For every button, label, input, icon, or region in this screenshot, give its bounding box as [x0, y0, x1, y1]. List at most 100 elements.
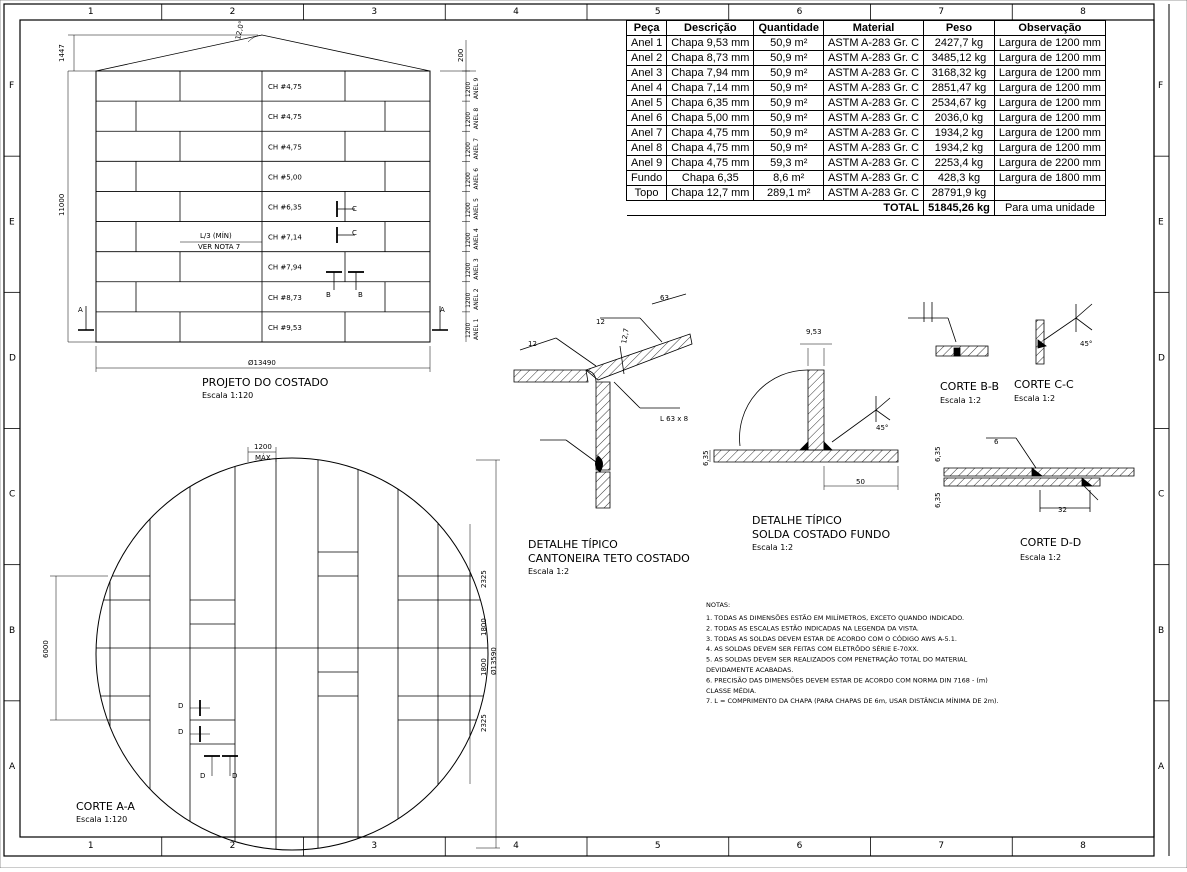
shell-ring-label: ANEL 6 — [473, 168, 480, 190]
bom-cell — [993, 185, 1106, 201]
bom-cell: 428,3 kg — [923, 170, 995, 186]
shell-plate-label: CH #4,75 — [268, 83, 302, 91]
detail-roof-title-2: CANTONEIRA TETO COSTADO — [528, 552, 690, 565]
bom-cell: 50,9 m² — [753, 125, 824, 141]
grid-ticks — [4, 4, 1169, 856]
dim-9-53: 9,53 — [806, 328, 822, 336]
shell-ring-label: ANEL 5 — [473, 198, 480, 220]
bom-cell: Chapa 4,75 mm — [666, 140, 755, 156]
shell-ring-height: 1200 — [465, 202, 472, 217]
note-l3: L/3 (MÍN) — [200, 231, 232, 240]
cut-b-right: B — [358, 291, 363, 299]
shell-elevation — [67, 34, 476, 372]
bom-cell: 50,9 m² — [753, 95, 824, 111]
bottom-title: CORTE A-A — [76, 800, 135, 813]
angle-45: 45° — [876, 424, 888, 432]
grid-row-A-left: A — [9, 762, 16, 772]
weld-12-top: 12 — [596, 318, 605, 326]
shell-ring-label: ANEL 2 — [473, 288, 480, 310]
grid-row-B-left: B — [9, 626, 15, 636]
bom-header: Peça — [625, 20, 668, 36]
detail-bottom-weld — [709, 343, 899, 490]
dim-2325-upper: 2325 — [480, 570, 488, 588]
bom-cell: Largura de 1200 mm — [993, 125, 1106, 141]
note-line: 7. L = COMPRIMENTO DA CHAPA (PARA CHAPAS… — [706, 696, 999, 705]
shell-plate-label: CH #7,94 — [268, 264, 302, 272]
bom-cell: Fundo — [625, 170, 668, 186]
bom-cell: 2036,0 kg — [923, 110, 995, 126]
bom-cell: Anel 9 — [625, 155, 668, 171]
cut-d-3: D — [200, 772, 205, 780]
notes-list: 1. TODAS AS DIMENSÕES ESTÃO EM MILÍMETRO… — [706, 613, 999, 705]
bottom-circle — [95, 457, 489, 851]
bom-total-row: TOTAL 51845,26 kg Para uma unidade — [626, 200, 1106, 216]
bom-cell: Chapa 12,7 mm — [666, 185, 755, 201]
grid-col-3-bot: 3 — [371, 841, 377, 851]
dim-max: 1200 — [254, 443, 272, 451]
bom-cell: 50,9 m² — [753, 140, 824, 156]
shell-seams — [96, 70, 470, 342]
bom-cell: Largura de 1200 mm — [993, 140, 1106, 156]
bom-cell: 2427,7 kg — [923, 35, 995, 51]
cut-bb-scale: Escala 1:2 — [940, 396, 981, 405]
dim-diameter: Ø13490 — [248, 359, 276, 367]
grid-row-F-left: F — [9, 81, 14, 91]
bom-cell: ASTM A-283 Gr. C — [822, 140, 925, 156]
bom-cell: Largura de 1200 mm — [993, 110, 1106, 126]
shell-ring-label: ANEL 9 — [473, 77, 480, 99]
shell-plate-label: CH #6,35 — [268, 204, 302, 212]
bom-cell: Chapa 6,35 — [666, 170, 755, 186]
bom-cell: Largura de 1200 mm — [993, 35, 1106, 51]
detail-roof-scale: Escala 1:2 — [528, 567, 569, 576]
grid-row-E-left: E — [9, 217, 15, 227]
bom-cell: 1934,2 kg — [923, 140, 995, 156]
shell-ring-label: ANEL 8 — [473, 108, 480, 130]
bom-cell: Anel 1 — [625, 35, 668, 51]
bom-cell: ASTM A-283 Gr. C — [822, 65, 925, 81]
bom-cell: 2851,47 kg — [923, 80, 995, 96]
bom-cell: Largura de 1200 mm — [993, 65, 1106, 81]
bom-cell: ASTM A-283 Gr. C — [822, 35, 925, 51]
bom-cell: 8,6 m² — [753, 170, 824, 186]
dim-bottom-diameter: Ø13590 — [490, 647, 498, 675]
dim-max-label: MÁX — [255, 453, 271, 462]
bom-cell: ASTM A-283 Gr. C — [822, 155, 925, 171]
bom-cell: Largura de 1200 mm — [993, 80, 1106, 96]
bom-cell: Anel 6 — [625, 110, 668, 126]
bom-cell: Anel 7 — [625, 125, 668, 141]
grid-col-8-top: 8 — [1080, 7, 1086, 17]
bom-cell: Anel 3 — [625, 65, 668, 81]
bottom-seams — [96, 458, 488, 850]
dim-63: 63 — [660, 294, 669, 302]
grid-col-7-top: 7 — [938, 7, 944, 17]
shell-plate-label: CH #9,53 — [268, 324, 302, 332]
note-line: 2. TODAS AS ESCALAS ESTÃO INDICADAS NA L… — [706, 623, 919, 632]
bom-cell: 50,9 m² — [753, 110, 824, 126]
shell-plate-label: CH #8,73 — [268, 294, 302, 302]
bom-cell: Chapa 7,14 mm — [666, 80, 755, 96]
weld-12-left: 12 — [528, 340, 537, 348]
cut-dd-drawing — [943, 437, 1135, 512]
bom-cell: 50,9 m² — [753, 50, 824, 66]
dim-50: 50 — [856, 478, 865, 486]
bom-cell: Largura de 1800 mm — [993, 170, 1106, 186]
notes-heading: NOTAS: — [706, 601, 730, 609]
shell-ring-height: 1200 — [465, 142, 472, 157]
bom-cell: 3168,32 kg — [923, 65, 995, 81]
roof-outline — [95, 34, 431, 72]
bom-cell: 3485,12 kg — [923, 50, 995, 66]
dim-2325-lower: 2325 — [480, 714, 488, 732]
grid-col-8-bot: 8 — [1080, 841, 1086, 851]
bottom-dims: 1200 MÁX 6000 2325 1800 1800 2325 Ø13590… — [42, 443, 498, 780]
grid-col-7-bot: 7 — [938, 841, 944, 851]
shell-scale: Escala 1:120 — [202, 391, 253, 400]
notes: NOTAS: 1. TODAS AS DIMENSÕES ESTÃO EM MI… — [706, 601, 999, 705]
bom-cell: Chapa 5,00 mm — [666, 110, 755, 126]
